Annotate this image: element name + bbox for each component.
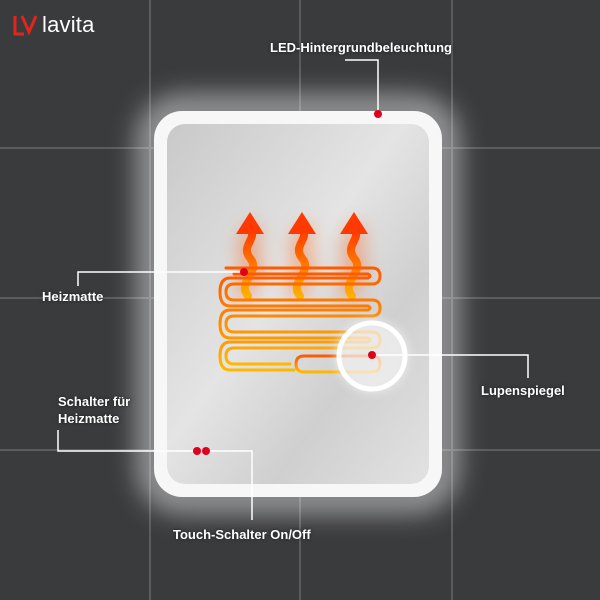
heating-switch-label-line1: Schalter für — [58, 394, 131, 409]
callout-markers — [193, 110, 382, 455]
touch-switch-label: Touch-Schalter On/Off — [173, 527, 311, 542]
touch-switch-icon — [193, 447, 201, 455]
callout-lines — [57, 59, 529, 520]
heating-switch-label-line2: Heizmatte — [58, 411, 120, 426]
mirror-surface — [167, 124, 429, 484]
heating-mat-label: Heizmatte — [42, 289, 104, 304]
magnifier-mirror-label: Lupenspiegel — [481, 383, 565, 398]
heating-switch-label: Schalter für Heizmatte — [58, 393, 130, 427]
led-backlight-label: LED-Hintergrundbeleuchtung — [270, 40, 452, 55]
heating-switch-icon — [202, 447, 210, 455]
brand-name: lavita — [42, 12, 95, 37]
brand-logo: lavita — [12, 14, 95, 36]
lavita-logo-icon — [13, 15, 38, 36]
